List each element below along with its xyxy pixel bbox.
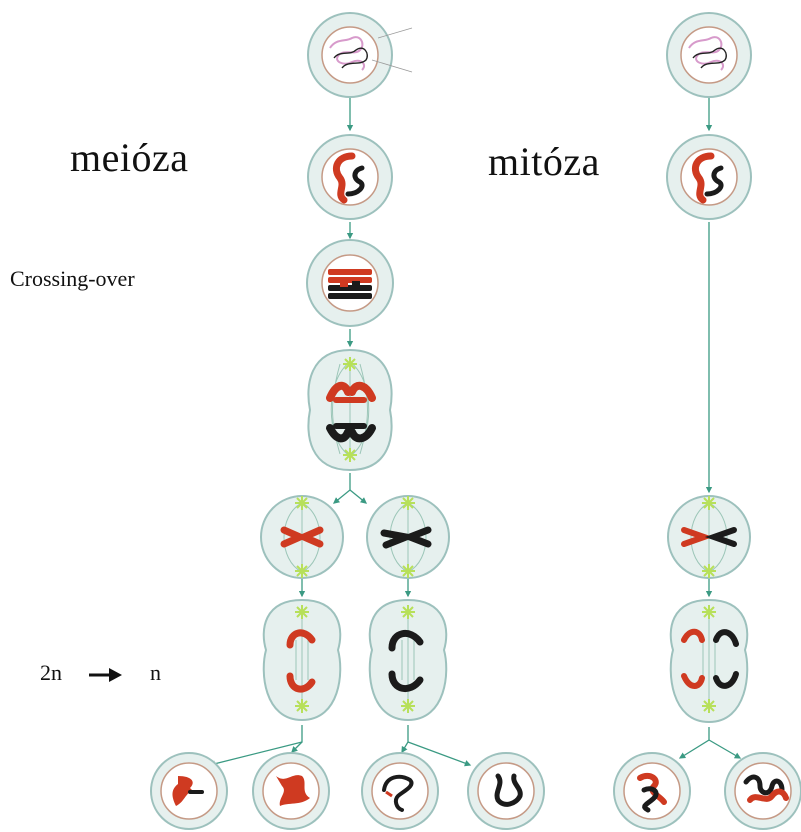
flow-arrows <box>208 96 742 767</box>
meiosis-label: meióza <box>70 135 189 180</box>
prophase-cell-meiosis <box>307 134 393 220</box>
interphase-cell-mitosis <box>666 12 752 98</box>
crossing-over-label: Crossing-over <box>10 266 135 291</box>
arrow <box>291 741 303 753</box>
arrow <box>708 739 742 759</box>
daughter-cell-mitosis-1 <box>613 752 691 830</box>
arrow <box>407 741 472 767</box>
daughter-cell-mitosis-2 <box>724 752 801 830</box>
anaphase-II-cell-red <box>262 598 342 722</box>
anaphase-II-cell-black <box>368 598 448 722</box>
metaphase-cell-mitosis <box>667 495 751 579</box>
arrow <box>678 727 710 759</box>
arrow <box>332 473 351 504</box>
metaphase-II-cell-black <box>366 495 450 579</box>
anaphase-cell-mitosis <box>669 598 749 724</box>
ploidy-from-label: 2n <box>40 660 62 685</box>
prophase-cell-mitosis <box>666 134 752 220</box>
arrow <box>401 725 409 754</box>
arrow <box>349 489 368 504</box>
right-arrow-icon <box>89 668 122 682</box>
metaphase-II-cell-red <box>260 495 344 579</box>
daughter-cell-meiosis-1 <box>150 752 228 830</box>
mitosis-label: mitóza <box>488 139 600 184</box>
crossing-over-cell <box>306 239 394 327</box>
daughter-cell-meiosis-3 <box>361 752 439 830</box>
ploidy-to-label: n <box>150 660 161 685</box>
interphase-cell-meiosis <box>307 12 413 98</box>
daughter-cell-meiosis-2 <box>252 752 330 830</box>
metaphase-I-cell <box>307 348 393 472</box>
daughter-cell-meiosis-4 <box>467 752 545 830</box>
